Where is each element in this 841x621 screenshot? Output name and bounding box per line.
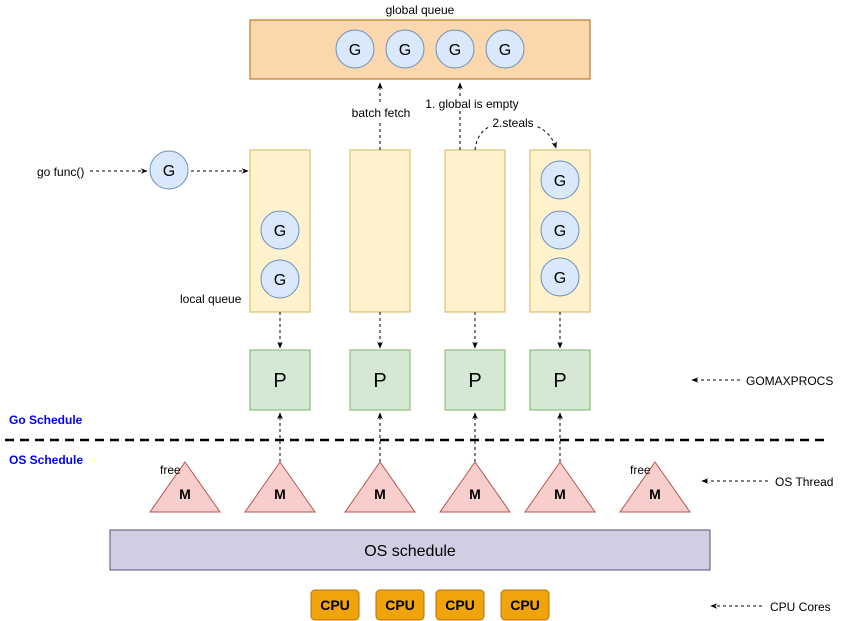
svg-text:G: G xyxy=(499,42,511,59)
free-thread-note: free xyxy=(630,463,651,477)
global-queue-goroutine: G xyxy=(485,29,525,69)
svg-text:G: G xyxy=(449,42,461,59)
go-schedule-label: Go Schedule xyxy=(9,413,83,427)
global-queue-goroutine: G xyxy=(335,29,375,69)
machine-thread: M xyxy=(439,461,511,513)
batch-fetch-label: batch fetch xyxy=(352,106,411,120)
processor-box: P xyxy=(349,349,411,411)
processor-box: P xyxy=(444,349,506,411)
cpu-core: CPU xyxy=(435,589,485,621)
processor-box: P xyxy=(529,349,591,411)
global-empty-label: 1. global is empty xyxy=(425,97,518,111)
svg-text:M: M xyxy=(274,486,286,502)
svg-text:P: P xyxy=(553,370,566,392)
local-queue-goroutine: G xyxy=(260,210,300,250)
svg-text:M: M xyxy=(179,486,191,502)
svg-text:CPU: CPU xyxy=(320,597,350,613)
svg-text:G: G xyxy=(554,173,566,190)
svg-text:P: P xyxy=(273,370,286,392)
svg-text:G: G xyxy=(163,163,175,180)
cpu-core: CPU xyxy=(310,589,360,621)
free-thread-note: free xyxy=(160,463,181,477)
local-queue-goroutine: G xyxy=(540,210,580,250)
steals-label: 2.steals xyxy=(492,116,533,130)
svg-text:P: P xyxy=(373,370,386,392)
local-queue-2 xyxy=(349,149,411,313)
machine-thread: M xyxy=(149,461,221,513)
svg-text:M: M xyxy=(554,486,566,502)
svg-text:CPU: CPU xyxy=(445,597,475,613)
machine-thread: M xyxy=(524,461,596,513)
machine-thread: M xyxy=(344,461,416,513)
svg-text:G: G xyxy=(274,272,286,289)
svg-text:M: M xyxy=(374,486,386,502)
local-queue-3 xyxy=(444,149,506,313)
machine-thread: M xyxy=(619,461,691,513)
steal-arrow xyxy=(474,121,557,151)
cpu-core: CPU xyxy=(375,589,425,621)
global-queue-goroutine: G xyxy=(385,29,425,69)
svg-text:CPU: CPU xyxy=(510,597,540,613)
processor-box: P xyxy=(249,349,311,411)
machine-thread: M xyxy=(244,461,316,513)
os-thread-label: OS Thread xyxy=(775,475,833,489)
spawned-goroutine: G xyxy=(149,150,189,190)
svg-text:CPU: CPU xyxy=(385,597,415,613)
gomaxprocs-label: GOMAXPROCS xyxy=(746,374,833,388)
os-schedule-box-label: OS schedule xyxy=(364,543,456,560)
global-queue-goroutine: G xyxy=(435,29,475,69)
local-queue-label: local queue xyxy=(180,292,242,306)
os-schedule-label: OS Schedule xyxy=(9,453,83,467)
svg-text:M: M xyxy=(469,486,481,502)
global-queue-label: global queue xyxy=(386,3,455,17)
go-func-label: go func() xyxy=(37,165,84,179)
svg-text:G: G xyxy=(399,42,411,59)
svg-text:M: M xyxy=(649,486,661,502)
cpu-core: CPU xyxy=(500,589,550,621)
cpu-cores-label: CPU Cores xyxy=(770,600,831,614)
svg-text:G: G xyxy=(274,223,286,240)
local-queue-goroutine: G xyxy=(540,160,580,200)
svg-text:P: P xyxy=(468,370,481,392)
svg-text:G: G xyxy=(349,42,361,59)
os-schedule-box xyxy=(109,529,711,571)
svg-text:G: G xyxy=(554,270,566,287)
svg-text:G: G xyxy=(554,223,566,240)
local-queue-goroutine: G xyxy=(540,257,580,297)
local-queue-goroutine: G xyxy=(260,259,300,299)
